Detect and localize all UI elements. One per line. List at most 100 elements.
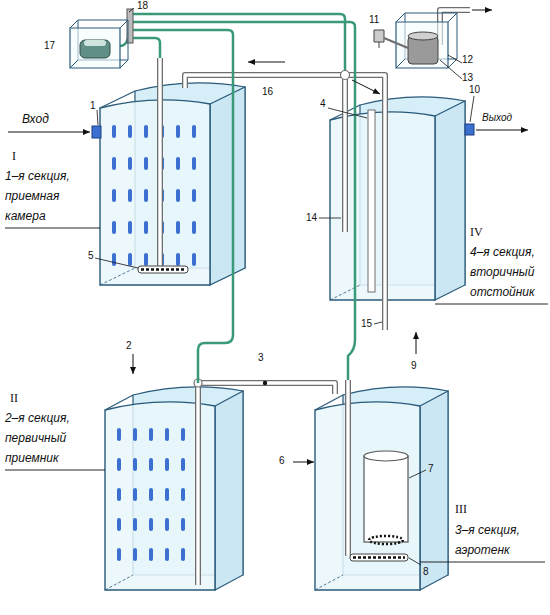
pipe (345, 75, 385, 330)
housing-edge (448, 13, 457, 22)
tank-side (435, 101, 465, 300)
section-number: I (12, 150, 16, 162)
pump-top (408, 32, 438, 40)
pipe (198, 383, 335, 394)
tank-front (315, 402, 420, 590)
pipe (195, 383, 201, 585)
callout-number: 16 (262, 86, 273, 98)
pipe-point (263, 381, 267, 385)
flow-arrow (476, 130, 528, 131)
housing-front (70, 28, 120, 68)
slot (112, 253, 116, 266)
housing-edge (70, 60, 78, 68)
label-shelf (435, 304, 548, 305)
section-label: 2–я секция, первичный приемник (5, 408, 95, 468)
tank-edge (315, 395, 343, 410)
callout-number: 12 (462, 54, 473, 66)
pipe (345, 380, 351, 556)
outlet-nozzle (465, 124, 474, 135)
pipe (345, 75, 385, 330)
tank-front (100, 100, 210, 285)
flow-arrow (133, 354, 134, 374)
slot (117, 518, 121, 531)
slot (128, 253, 132, 266)
leader-line (319, 218, 341, 219)
slot (165, 518, 169, 531)
aerator-holes (141, 268, 185, 271)
pipe (342, 75, 348, 232)
compressor-top (84, 40, 106, 46)
slot (176, 189, 180, 202)
slot (117, 428, 121, 441)
leader-line (470, 96, 474, 122)
cylinder-aerator (369, 536, 403, 544)
tank-edge (315, 575, 343, 590)
slot (144, 125, 148, 138)
slot (144, 157, 148, 170)
flow-arrow (8, 132, 90, 133)
flow-arrow (472, 10, 492, 11)
slot (149, 458, 153, 471)
cylinder-top (364, 451, 408, 461)
section-number: II (10, 392, 18, 404)
tank-side (215, 391, 243, 590)
tank-edge (105, 575, 133, 590)
inlet-nozzle (92, 126, 101, 138)
pipe (196, 383, 199, 585)
slot (112, 125, 116, 138)
settling-plate (368, 110, 375, 292)
slot (117, 488, 121, 501)
pipe (343, 75, 346, 232)
air-line (132, 22, 355, 380)
pipe (158, 58, 161, 266)
callout-number: Выход (482, 112, 512, 124)
tank-side (420, 391, 448, 590)
callout-number: 13 (462, 72, 473, 84)
slot (149, 518, 153, 531)
slot (181, 548, 185, 561)
slot (144, 253, 148, 266)
slot (176, 221, 180, 234)
flow-arrow (248, 62, 285, 63)
flow-arrow (416, 332, 417, 354)
callout-number: 11 (369, 14, 379, 26)
slot (181, 518, 185, 531)
slot (144, 221, 148, 234)
pipe-tee (341, 71, 350, 80)
section-label: 3–я секция, аэротенк (455, 520, 543, 560)
flow-arrow (293, 462, 314, 463)
air-line (132, 38, 160, 58)
slot (165, 458, 169, 471)
callout-number: 7 (428, 463, 434, 475)
slot (181, 458, 185, 471)
tank-edge (105, 395, 133, 410)
slot (181, 428, 185, 441)
callout-number: 10 (469, 84, 480, 96)
housing-edge (448, 59, 457, 68)
slot (192, 125, 196, 138)
slot (149, 548, 153, 561)
aerator-holes (353, 556, 405, 559)
leader-line (97, 110, 98, 125)
slot (144, 189, 148, 202)
leader-line (409, 558, 421, 565)
slot (133, 518, 137, 531)
slot (149, 428, 153, 441)
housing-edge (396, 13, 405, 22)
pipe (198, 383, 335, 394)
leader-line (328, 108, 367, 118)
label-shelf (5, 470, 105, 471)
leader-line (95, 258, 138, 268)
callout-number: 3 (258, 352, 264, 364)
tank-edge (100, 91, 135, 108)
callout-number: 15 (361, 318, 372, 330)
callout-number: 9 (411, 360, 417, 372)
housing-edge (120, 60, 128, 68)
slot (165, 488, 169, 501)
slot (133, 488, 137, 501)
slot (192, 157, 196, 170)
slot (117, 458, 121, 471)
slot (176, 253, 180, 266)
